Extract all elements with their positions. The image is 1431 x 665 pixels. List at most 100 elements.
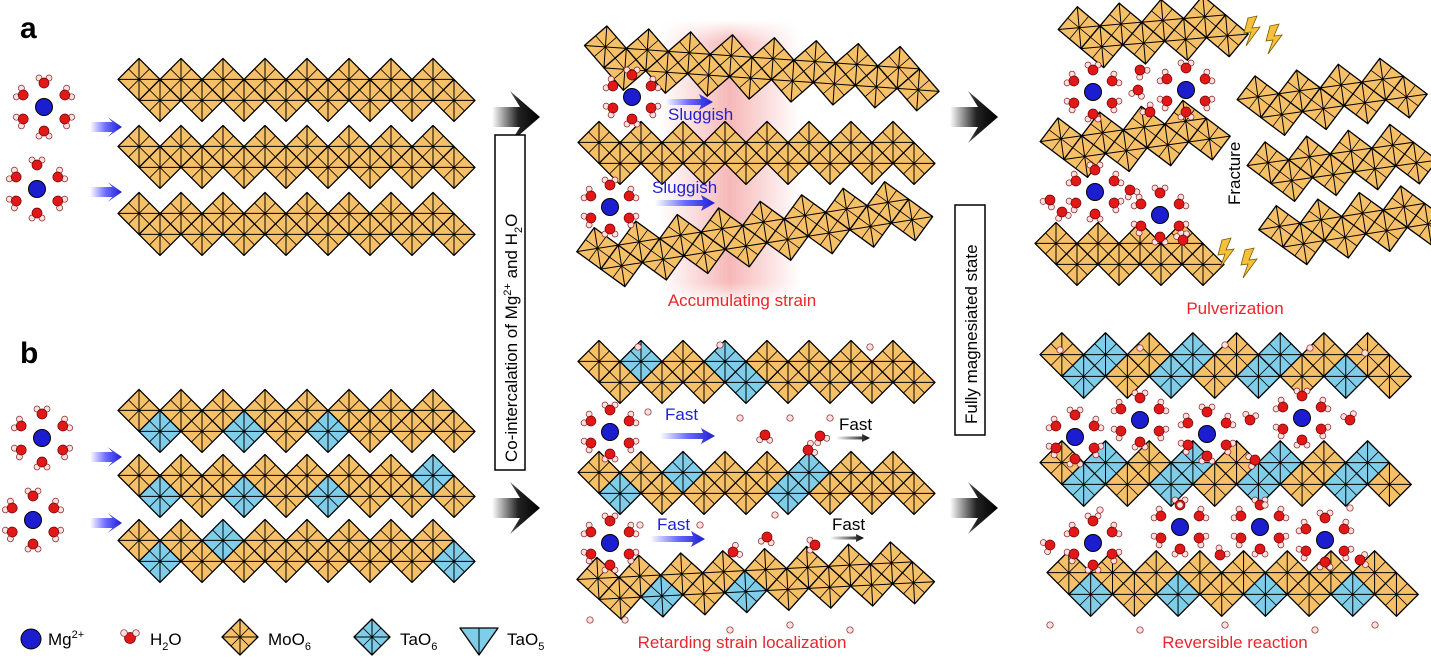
water-molecule-icon — [1085, 62, 1101, 75]
water-molecule-icon — [1197, 68, 1216, 88]
hydrated-mg-cluster — [1045, 407, 1105, 467]
mg-ion-icon — [1252, 519, 1269, 536]
water-molecule-icon — [56, 110, 75, 130]
pristine-layer-1 — [118, 58, 475, 121]
water-molecule-icon — [1271, 529, 1290, 549]
water-molecule-icon — [10, 441, 29, 461]
lightning-icon — [1244, 16, 1260, 46]
water-molecule-icon — [1172, 544, 1188, 557]
water-molecule-icon — [621, 410, 640, 430]
terminal-h-icon — [1362, 350, 1368, 356]
hydrated-mg-cluster — [1272, 388, 1332, 448]
blue-flow-arrow — [90, 117, 122, 137]
water-molecule-icon — [29, 157, 45, 170]
water-molecule-icon — [757, 430, 774, 444]
terminal-h-icon — [737, 415, 743, 421]
hydrated-mg-cluster — [1065, 162, 1125, 222]
panel-letter-a: a — [20, 12, 37, 45]
terminal-h-icon — [1347, 505, 1353, 511]
water-molecule-icon — [1197, 92, 1216, 112]
terminal-h-icon — [1307, 345, 1313, 351]
water-molecule-icon — [1151, 422, 1170, 442]
water-molecule-icon — [1086, 415, 1105, 435]
terminal-h-icon — [1047, 622, 1053, 628]
pristine-layer-2 — [118, 125, 475, 188]
tao6-octahedron-icon — [354, 619, 390, 655]
water-molecule-icon — [602, 99, 621, 119]
water-molecule-icon — [5, 166, 24, 186]
water-molecule-icon — [1067, 407, 1083, 420]
mg-ion-icon — [1152, 207, 1169, 224]
doped-strain-layer-1 — [578, 340, 935, 403]
mg-ion-icon — [1067, 429, 1084, 446]
doped-layer-3 — [118, 519, 475, 582]
water-molecule-icon — [624, 114, 640, 127]
water-molecule-icon — [1063, 94, 1082, 114]
water-molecule-icon — [45, 497, 64, 517]
water-molecule-icon — [1150, 529, 1169, 549]
fast-label-1: Fast — [665, 405, 698, 424]
water-molecule-icon — [602, 177, 618, 190]
legend-label-h2o: H2O — [150, 630, 182, 653]
hydrated-mg-cluster — [1177, 404, 1237, 464]
blue-flow-arrow — [90, 447, 122, 467]
fully-magnesiated-label-box: Fully magnesiated state — [955, 205, 985, 435]
water-molecule-icon — [1063, 70, 1082, 90]
mg-ion-icon — [1172, 519, 1189, 536]
water-molecule-icon — [1241, 411, 1259, 426]
mg-ion-icon — [1085, 535, 1102, 552]
mg-ion-icon — [1294, 410, 1311, 427]
water-molecule-icon — [45, 523, 64, 543]
water-molecule-icon — [580, 434, 599, 454]
hydrated-mg-cluster — [1063, 513, 1123, 573]
mg-ion-icon — [602, 535, 619, 552]
water-molecule-icon — [36, 75, 52, 88]
hydrated-mg-cluster — [1110, 390, 1170, 450]
water-molecule-icon — [602, 449, 618, 462]
terminal-h-icon — [1222, 622, 1228, 628]
water-molecule-icon — [1065, 194, 1084, 214]
water-molecule-icon — [1131, 61, 1152, 81]
lightning-icon — [1266, 24, 1282, 54]
moo6-octahedron-icon — [222, 619, 258, 655]
water-molecule-icon — [54, 441, 73, 461]
terminal-h-icon — [1372, 622, 1378, 628]
doped-strain-layer-2 — [578, 451, 935, 514]
water-molecule-icon — [621, 434, 640, 454]
water-molecule-icon — [1313, 420, 1332, 440]
water-molecule-icon — [621, 185, 640, 205]
mg-ion-icon — [21, 629, 41, 649]
water-molecule-icon — [49, 192, 68, 212]
water-molecule-icon — [602, 513, 618, 526]
terminal-h-icon — [717, 342, 723, 348]
water-molecule-icon — [1104, 94, 1123, 114]
water-molecule-icon — [1272, 396, 1291, 416]
mg-ion-icon — [1132, 412, 1149, 429]
terminal-h-icon — [827, 415, 833, 421]
terminal-h-icon — [622, 617, 628, 623]
mg-ion-icon — [36, 99, 53, 116]
terminal-h-icon — [867, 344, 873, 350]
hydrated-mg-cluster — [602, 67, 662, 127]
water-molecule-icon — [580, 410, 599, 430]
terminal-h-icon — [847, 627, 853, 633]
hydrated-mg-cluster — [10, 406, 73, 470]
cointercalation-label-box: Co-intercalation of Mg2+ and H2O — [495, 135, 525, 470]
terminal-h-icon — [1057, 347, 1063, 353]
mg-ion-icon — [624, 89, 641, 106]
mg-ion-icon — [25, 512, 42, 529]
terminal-h-icon — [587, 617, 593, 623]
water-molecule-icon — [36, 126, 52, 139]
terminal-h-icon — [787, 415, 793, 421]
water-molecule-icon — [1336, 518, 1355, 538]
water-molecule-icon — [54, 415, 73, 435]
water-molecule-icon — [29, 208, 45, 221]
fragment-6 — [1255, 179, 1431, 271]
sluggish-label-top: Sluggish — [668, 105, 733, 124]
svg-text:Mg2+: Mg2+ — [48, 629, 84, 649]
process-arrow — [492, 482, 540, 534]
water-molecule-icon — [34, 457, 50, 470]
legend-label-tao6: TaO6 — [400, 630, 437, 653]
hydrated-mg-cluster — [1295, 510, 1355, 570]
process-arrow — [950, 482, 998, 534]
